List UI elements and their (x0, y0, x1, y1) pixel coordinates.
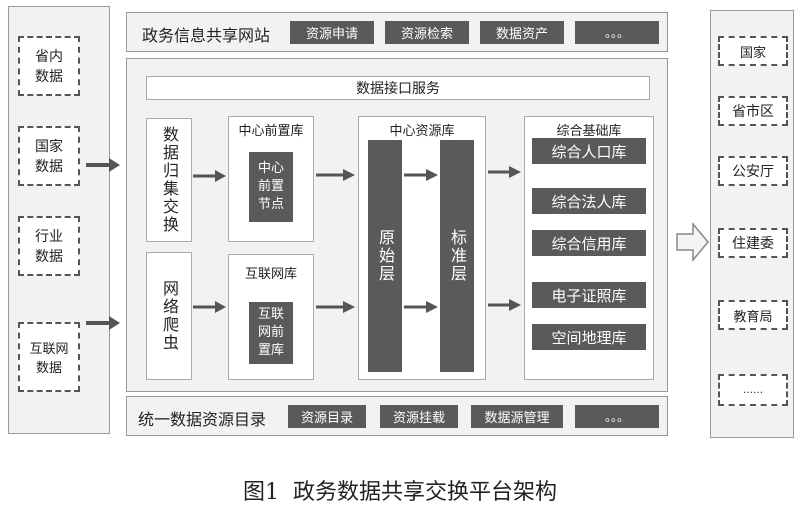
btn-data-assets[interactable]: 数据资产 (480, 21, 564, 44)
user-education: 教育局 (718, 300, 788, 330)
arrow-front-resource-head (343, 169, 355, 181)
btn-more-bottom[interactable]: 。。。 (575, 405, 659, 428)
arrow-resource-base-bottom-head (509, 299, 521, 311)
internet-db-title: 互联网库 (244, 267, 297, 282)
output-arrow-icon (676, 222, 709, 262)
user-national: 国家 (718, 36, 788, 66)
credit-db: 综合信用库 (532, 230, 646, 256)
btn-resource-mount[interactable]: 资源挂载 (380, 405, 458, 428)
arrow-raw-standard-top-head (426, 169, 438, 181)
btn-resource-apply[interactable]: 资源申请 (290, 21, 374, 44)
central-front-node: 中心 前置 节点 (249, 152, 293, 222)
arrow-collect-front-head (215, 170, 226, 182)
arrow-internet-head (109, 316, 120, 330)
btn-resource-catalog[interactable]: 资源目录 (288, 405, 366, 428)
source-national: 国家 数据 (18, 126, 80, 186)
btn-resource-search[interactable]: 资源检索 (385, 21, 469, 44)
figure-caption: 图1 政务数据共享交换平台架构 (243, 480, 557, 505)
population-db: 综合人口库 (532, 138, 646, 164)
user-public-security: 公安厅 (718, 156, 788, 186)
base-db-title: 综合基础库 (556, 124, 622, 139)
geo-space-db: 空间地理库 (532, 324, 646, 350)
arrow-raw-standard-bottom-head (426, 301, 438, 313)
right-user-panel (710, 10, 794, 438)
left-arrows (86, 158, 120, 330)
source-internet: 互联网 数据 (18, 322, 80, 392)
bottom-bar-title: 统一数据资源目录 (138, 410, 267, 429)
web-crawler: 网络爬虫 (146, 252, 192, 380)
arrow-national-head (109, 158, 120, 172)
user-more: …… (718, 374, 788, 406)
interface-service: 数据接口服务 (146, 76, 650, 100)
btn-more-top[interactable]: 。。。 (575, 21, 659, 44)
central-resource-title: 中心资源库 (389, 124, 455, 139)
arrow-internet-resource-head (343, 301, 355, 313)
source-industry: 行业 数据 (18, 216, 80, 276)
arrow-crawler-internet-head (215, 301, 226, 313)
raw-layer: 原始层 (368, 140, 402, 372)
arrow-resource-base-top-head (509, 166, 521, 178)
top-bar-title: 政务信息共享网站 (142, 26, 271, 45)
user-province-city: 省市区 (718, 96, 788, 126)
internet-front-node: 互联 网前 置库 (249, 302, 293, 364)
legal-entity-db: 综合法人库 (532, 188, 646, 214)
standard-layer: 标准层 (440, 140, 474, 372)
source-provincial: 省内 数据 (18, 36, 80, 96)
user-housing: 住建委 (718, 228, 788, 258)
e-license-db: 电子证照库 (532, 282, 646, 308)
collection-exchange: 数据归集交换 (146, 118, 192, 242)
btn-datasource-manage[interactable]: 数据源管理 (471, 405, 563, 428)
central-front-title: 中心前置库 (238, 124, 304, 139)
